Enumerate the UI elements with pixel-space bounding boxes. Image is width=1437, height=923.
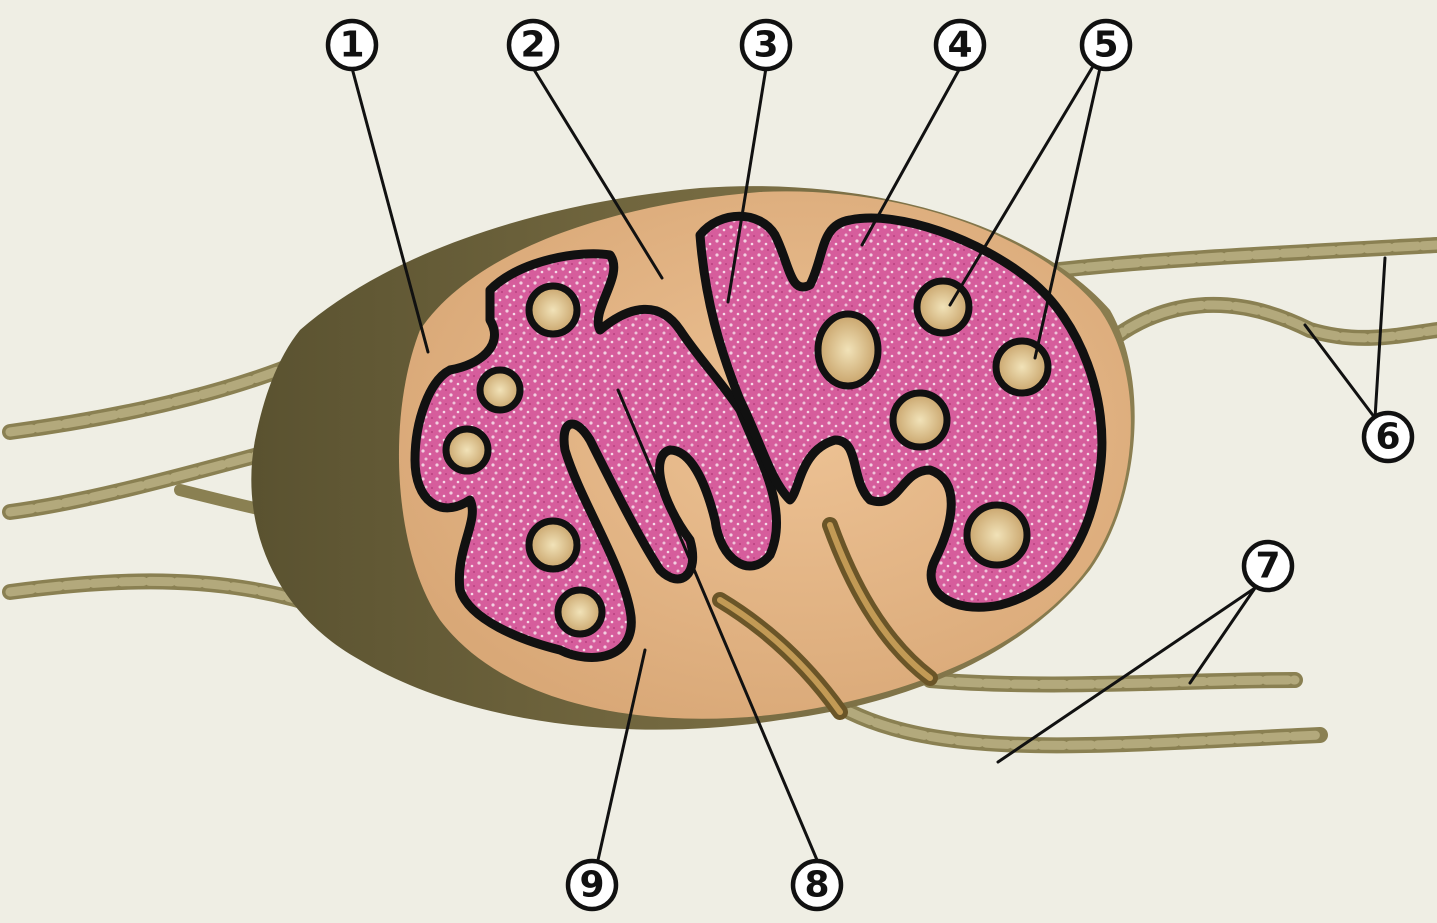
follicle (480, 370, 520, 410)
follicle (996, 341, 1048, 393)
callout-label: 7 (1255, 546, 1280, 587)
callout-9: 9 (568, 861, 616, 909)
callout-3: 3 (742, 21, 790, 69)
callout-label: 4 (947, 25, 972, 66)
callout-8: 8 (793, 861, 841, 909)
callout-5: 5 (1082, 21, 1130, 69)
follicle (558, 590, 602, 634)
callout-label: 1 (339, 25, 364, 66)
callout-label: 8 (804, 865, 829, 906)
follicle (967, 505, 1027, 565)
callout-label: 9 (579, 865, 604, 906)
callout-1: 1 (328, 21, 376, 69)
follicle (818, 314, 878, 386)
callout-6: 6 (1364, 413, 1412, 461)
follicle (893, 393, 947, 447)
follicle (529, 286, 577, 334)
callout-7: 7 (1244, 542, 1292, 590)
callout-label: 5 (1093, 25, 1118, 66)
callout-label: 3 (753, 25, 778, 66)
callout-label: 6 (1375, 417, 1400, 458)
follicle (446, 429, 488, 471)
callout-label: 2 (520, 25, 545, 66)
callout-2: 2 (509, 21, 557, 69)
follicle (529, 521, 577, 569)
callout-4: 4 (936, 21, 984, 69)
